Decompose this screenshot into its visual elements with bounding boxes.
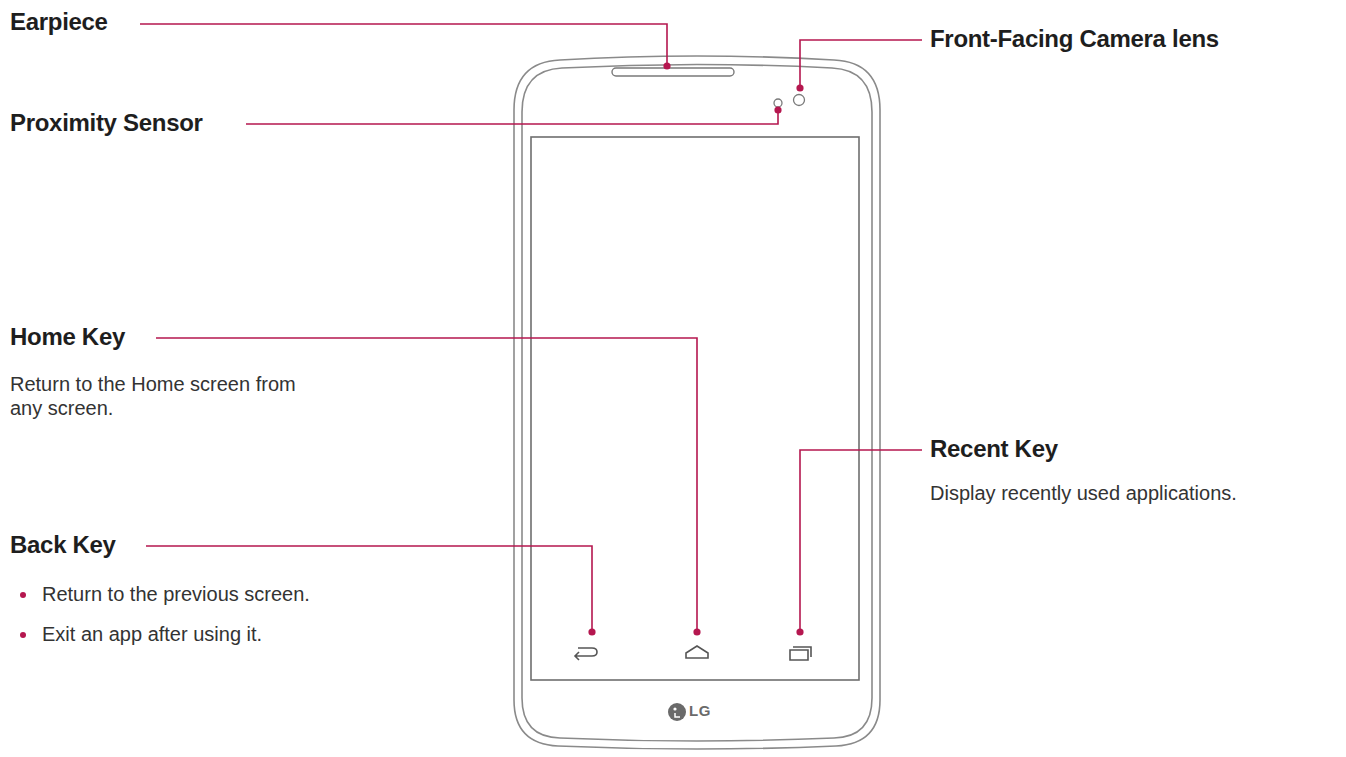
proximity-leader [246,110,778,124]
part-name: Front-Facing Camera lens [930,25,1219,54]
part-description: Return to the Home screen from any scree… [10,372,310,420]
screen [531,137,859,680]
leader-dots [588,62,803,635]
bullet-note: Exit an app after using it. [10,622,262,646]
soft-keys [575,646,811,660]
part-name: Recent Key [930,435,1058,464]
part-name: Earpiece [10,8,108,37]
recent-key-icon [790,647,811,660]
part-description: Display recently used applications. [930,481,1237,505]
part-name: Home Key [10,323,125,352]
camera-leader [800,40,922,88]
back-key-icon [575,648,597,660]
brand-logo: LG [689,702,711,720]
leader-lines [140,24,922,632]
earpiece-leader [140,24,667,66]
earpiece-slot [612,68,734,76]
part-name: Proximity Sensor [10,109,203,138]
lg-logo [668,703,686,721]
recent-key-leader [800,450,922,632]
proximity-sensor [774,99,782,107]
camera-lens [794,95,805,106]
home-key-icon [686,646,708,658]
part-name: Back Key [10,531,116,560]
bullet-note: Return to the previous screen. [10,582,310,606]
